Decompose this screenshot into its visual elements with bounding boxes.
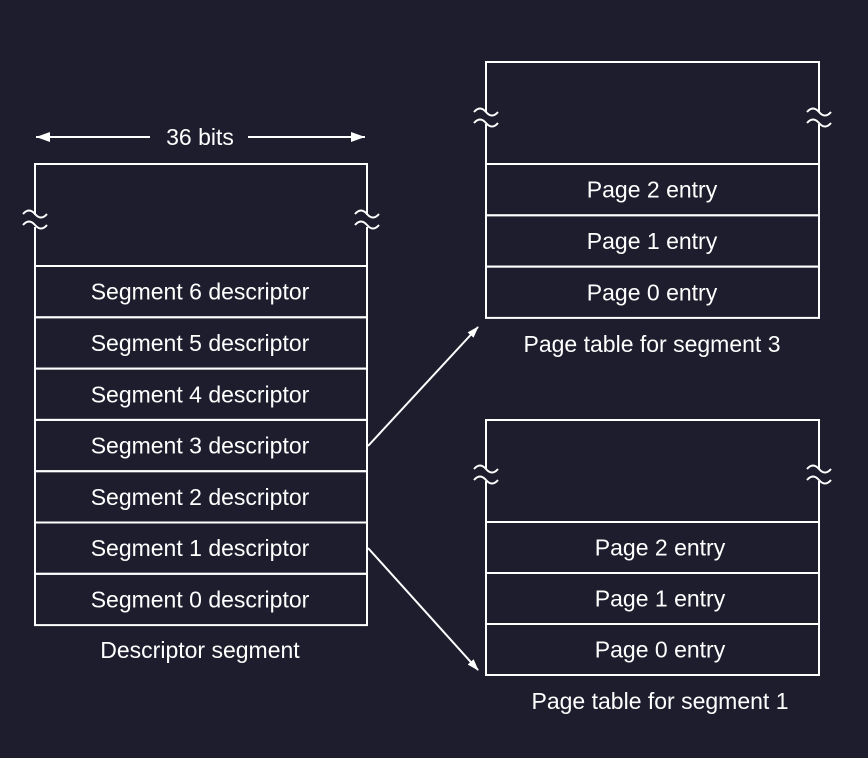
page-table-1-top bbox=[485, 419, 820, 469]
break-mark-right bbox=[354, 209, 380, 230]
break-mark-left bbox=[473, 464, 499, 485]
page-entry-row-label: Page 2 entry bbox=[587, 177, 718, 203]
page-table-3-caption: Page table for segment 3 bbox=[524, 331, 781, 357]
segment-descriptor-row-label: Segment 3 descriptor bbox=[91, 433, 310, 459]
segment-descriptor-row-label: Segment 0 descriptor bbox=[91, 586, 310, 612]
descriptor-segment-top bbox=[34, 163, 368, 215]
segment-descriptor-row-cell bbox=[34, 572, 368, 627]
segment-descriptor-row-label: Segment 5 descriptor bbox=[91, 330, 310, 356]
page-entry-row-cell bbox=[485, 265, 820, 319]
page-table-1-caption: Page table for segment 1 bbox=[532, 688, 789, 714]
break-mark-left bbox=[22, 209, 48, 230]
page-table-1-sides bbox=[485, 481, 820, 522]
page-entry-row-label: Page 0 entry bbox=[587, 279, 718, 305]
page-entry-row-label: Page 1 entry bbox=[595, 586, 726, 612]
arrow-segment-3-to-page-table bbox=[367, 326, 479, 447]
width-arrowhead-left bbox=[36, 132, 50, 142]
arrow-segment-1-to-page-table bbox=[367, 547, 479, 671]
break-mark-left bbox=[473, 107, 499, 128]
descriptor-segment-sides bbox=[34, 227, 368, 266]
page-table-3-top bbox=[485, 61, 820, 112]
page-entry-row-label: Page 1 entry bbox=[587, 228, 718, 254]
break-mark-right bbox=[806, 107, 832, 128]
segment-descriptor-row-label: Segment 4 descriptor bbox=[91, 381, 310, 407]
break-mark-right bbox=[806, 464, 832, 485]
width-arrowhead-right bbox=[351, 132, 365, 142]
page-table-3-sides bbox=[485, 124, 820, 164]
segment-descriptor-row-label: Segment 6 descriptor bbox=[91, 279, 310, 305]
segment-descriptor-row-label: Segment 2 descriptor bbox=[91, 484, 310, 510]
segment-descriptor-row-label: Segment 1 descriptor bbox=[91, 535, 310, 561]
width-indicator: 36 bits bbox=[36, 124, 365, 150]
page-entry-row-cell bbox=[485, 623, 820, 676]
page-entry-row-label: Page 0 entry bbox=[595, 637, 726, 663]
width-label: 36 bits bbox=[166, 124, 234, 150]
page-entry-row-label: Page 2 entry bbox=[595, 535, 726, 561]
descriptor-segment-caption: Descriptor segment bbox=[100, 637, 300, 663]
